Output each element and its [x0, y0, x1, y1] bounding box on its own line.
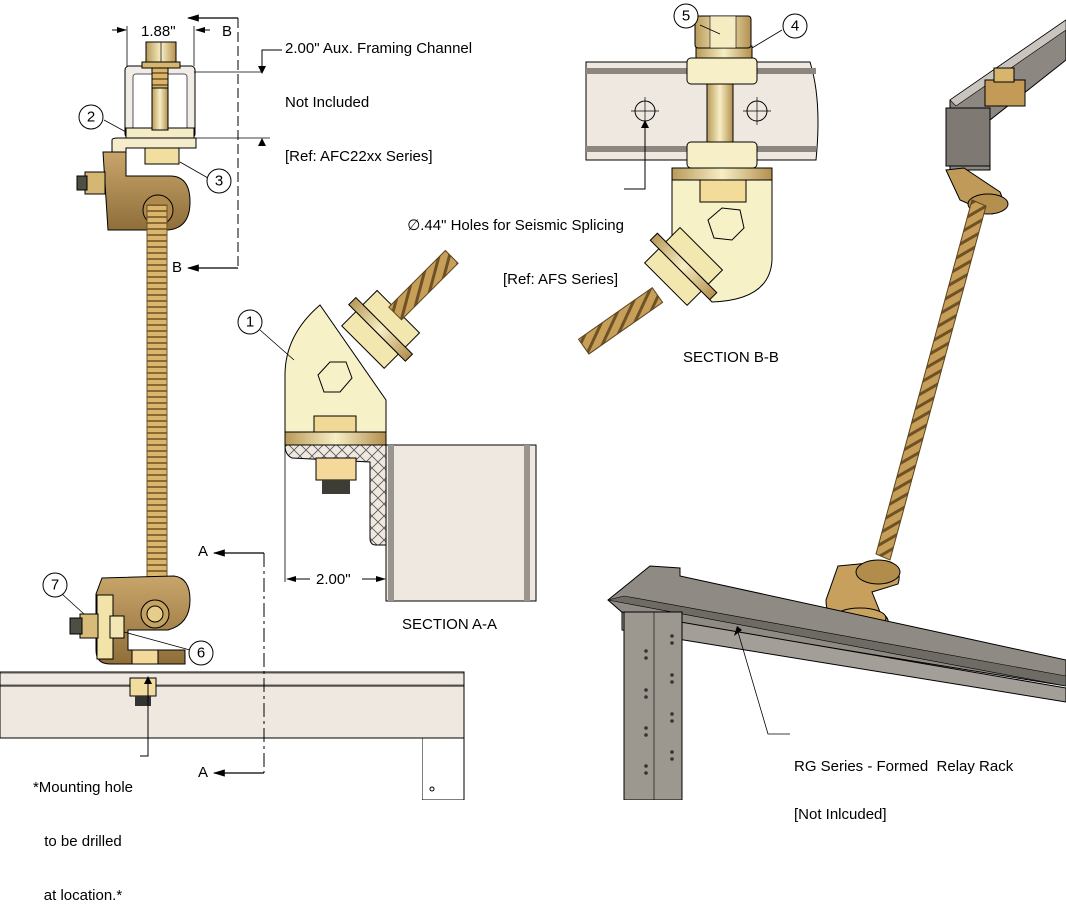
- svg-text:1: 1: [246, 314, 254, 331]
- relay-rack-note: RG Series - Formed Relay Rack [Not Inlcu…: [794, 727, 1013, 839]
- framing-channel-note-line-1: 2.00" Aux. Framing Channel: [285, 40, 473, 57]
- relay-rack-top-rail-elevation: [0, 671, 465, 800]
- section-aa-view: [259, 249, 537, 602]
- mounting-hole-note-line-2: to be drilled: [44, 833, 122, 850]
- threaded-rod: [146, 204, 168, 584]
- seismic-holes-note-line-2: [Ref: AFS Series]: [502, 271, 618, 288]
- dimension-1-88-label: 1.88": [141, 23, 176, 40]
- seismic-splice-hole-right: [743, 97, 771, 125]
- section-b-cut-line: [186, 14, 239, 272]
- mounting-hole-note: *Mounting hole to be drilled at location…: [20, 743, 146, 923]
- svg-text:3: 3: [215, 173, 223, 190]
- framing-channel-leader: [194, 49, 282, 146]
- framing-channel-note: 2.00" Aux. Framing Channel Not Included …: [285, 4, 472, 184]
- balloon-3: 3: [206, 168, 232, 194]
- balloon-2: 2: [78, 104, 104, 130]
- framing-channel-note-line-3: [Ref: AFC22xx Series]: [285, 148, 433, 165]
- svg-text:4: 4: [791, 18, 799, 35]
- balloon-6: 6: [188, 640, 214, 666]
- svg-text:6: 6: [197, 645, 205, 662]
- section-a-cut-line: [212, 549, 265, 777]
- mounting-hole-leader: [140, 682, 149, 757]
- technical-drawing: 1 2 3 4 5 6 7 1.88" 2.00" B B A A SECTIO…: [0, 3, 1066, 800]
- top-hex-nut: [141, 41, 181, 69]
- dimension-2-00-label: 2.00": [316, 571, 351, 588]
- balloon-5: 5: [673, 3, 699, 29]
- section-a-marker-bottom: A: [198, 764, 208, 781]
- left-elevation-view: [0, 14, 465, 800]
- relay-rack-isometric: [607, 565, 1066, 800]
- balloon-1: 1: [237, 309, 263, 335]
- relay-rack-note-line-2: [Not Inlcuded]: [794, 806, 887, 823]
- relay-rack-note-line-1: RG Series - Formed Relay Rack: [794, 758, 1014, 775]
- section-bb-title: SECTION B-B: [683, 349, 779, 366]
- balloon-7: 7: [42, 572, 68, 598]
- section-a-marker-top: A: [198, 543, 208, 560]
- seismic-holes-note: ∅.44" Holes for Seismic Splicing [Ref: A…: [368, 181, 624, 307]
- section-b-marker-top: B: [222, 23, 232, 40]
- balloon-4: 4: [782, 13, 808, 39]
- svg-text:7: 7: [51, 577, 59, 594]
- section-aa-title: SECTION A-A: [402, 616, 497, 633]
- seismic-holes-note-line-1: ∅.44" Holes for Seismic Splicing: [407, 217, 624, 234]
- isometric-assembly-view: [607, 19, 1066, 800]
- svg-text:5: 5: [682, 8, 690, 25]
- mounting-hole-note-line-3: at location.*: [43, 887, 123, 904]
- section-bb-view: [577, 15, 819, 355]
- dimension-1-88: [112, 26, 210, 66]
- svg-text:2: 2: [87, 109, 95, 126]
- section-b-marker-bottom: B: [172, 259, 182, 276]
- mounting-hole-note-line-1: *Mounting hole: [32, 779, 134, 796]
- bracket-nut: [144, 147, 180, 165]
- framing-channel-note-line-2: Not Included: [285, 94, 370, 111]
